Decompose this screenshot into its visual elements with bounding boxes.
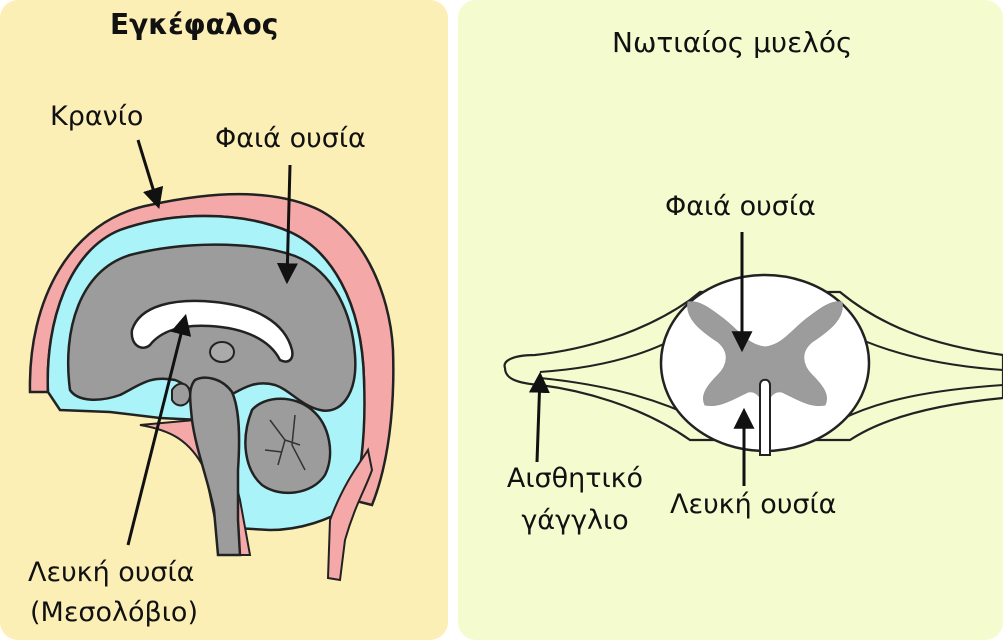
ganglion-label-line1: Αισθητικό (490, 462, 660, 496)
spinal-cord-illustration (505, 275, 1003, 455)
brain-grey-matter-label: Φαιά ουσία (215, 122, 366, 156)
spine-title: Νωτιαίος μυελός (612, 26, 852, 60)
spine-white-matter-label: Λευκή ουσία (670, 488, 836, 522)
ganglion-arrow (537, 376, 540, 462)
ganglion-label-line2: γάγγλιο (490, 504, 660, 538)
spine-grey-matter-label: Φαιά ουσία (665, 190, 816, 224)
brain-white-matter-label: Λευκή ουσία (28, 556, 194, 590)
corpus-callosum-label: (Μεσολόβιο) (30, 596, 198, 630)
brain-title: Εγκέφαλος (110, 8, 278, 42)
skull-arrow (138, 140, 158, 205)
brain-illustration (30, 194, 393, 580)
brainstem (190, 378, 240, 555)
skull-label: Κρανίο (50, 100, 143, 134)
